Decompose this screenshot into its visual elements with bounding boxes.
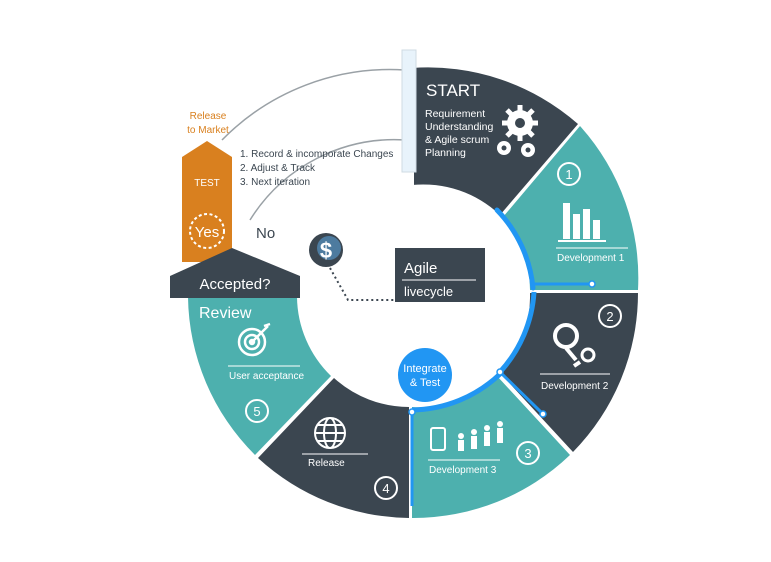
review-segment <box>188 297 331 455</box>
dollar-icon: $ <box>309 233 343 267</box>
people-icon <box>430 421 503 451</box>
review-number: 5 <box>253 404 260 419</box>
release-to-market-line: to Market <box>187 125 229 136</box>
accepted-box <box>170 248 300 298</box>
connector-dot <box>496 368 504 376</box>
note-line: 1. Record & incomporate Changes <box>240 149 393 160</box>
inner-arc-line <box>249 138 406 221</box>
start-line: Understanding <box>425 121 493 133</box>
gears-icon <box>497 105 538 157</box>
dev2-number: 2 <box>606 309 613 324</box>
dev3-segment <box>412 376 570 519</box>
start-line: Planning <box>425 147 466 159</box>
dev2-connector <box>498 370 545 416</box>
release-number: 4 <box>382 481 389 496</box>
dev3-label: Development 3 <box>429 465 497 476</box>
dev1-segment <box>503 126 639 290</box>
dev2-number-badge <box>598 304 622 328</box>
note-line: 2. Adjust & Track <box>240 163 316 174</box>
dev1-label: Development 1 <box>557 253 625 264</box>
progress-arc-dev2 <box>498 291 537 374</box>
dev2-label: Development 2 <box>541 381 609 392</box>
test-label: TEST <box>194 178 220 189</box>
start-line: & Agile scrum <box>425 134 489 146</box>
start-title: START <box>426 81 480 100</box>
connector-dot <box>408 408 416 416</box>
dev3-number-badge <box>516 441 540 465</box>
connector-dot <box>539 410 547 418</box>
center-title: Agile <box>404 260 437 277</box>
release-arrow <box>182 141 232 262</box>
release-label: Release <box>308 458 345 469</box>
dev1-number: 1 <box>565 167 572 182</box>
start-marker-bar <box>401 49 417 173</box>
release-to-market-line: Release <box>190 111 227 122</box>
globe-icon <box>314 417 346 449</box>
integrate-test-badge <box>398 348 452 402</box>
dev2-segment <box>500 293 638 452</box>
note-line: 3. Next iteration <box>240 177 310 188</box>
target-icon <box>237 322 271 357</box>
accepted-label: Accepted? <box>200 276 271 293</box>
review-label: User acceptance <box>229 371 304 382</box>
magnifier-icon <box>553 323 596 368</box>
review-title: Review <box>199 305 252 322</box>
yes-badge <box>189 213 225 249</box>
start-segment <box>412 67 578 216</box>
integrate-label: Integrate <box>403 363 446 375</box>
no-label: No <box>256 225 275 242</box>
svg-text:$: $ <box>320 238 332 263</box>
bar-chart-icon <box>558 203 606 242</box>
progress-arc-dev3 <box>411 372 502 413</box>
release-number-badge <box>374 476 398 500</box>
connector-dot <box>588 280 596 288</box>
center-dotted-line <box>329 267 395 301</box>
progress-arc-dev1 <box>494 207 536 291</box>
center-subtitle: livecycle <box>404 284 453 299</box>
start-line: Requirement <box>425 108 485 120</box>
yes-label: Yes <box>195 224 219 241</box>
center-label-box <box>395 248 485 302</box>
review-number-badge <box>245 399 269 423</box>
dev3-number: 3 <box>524 446 531 461</box>
dev1-number-badge <box>557 162 581 186</box>
outer-arc-line <box>221 68 406 141</box>
test-label: & Test <box>410 377 440 389</box>
